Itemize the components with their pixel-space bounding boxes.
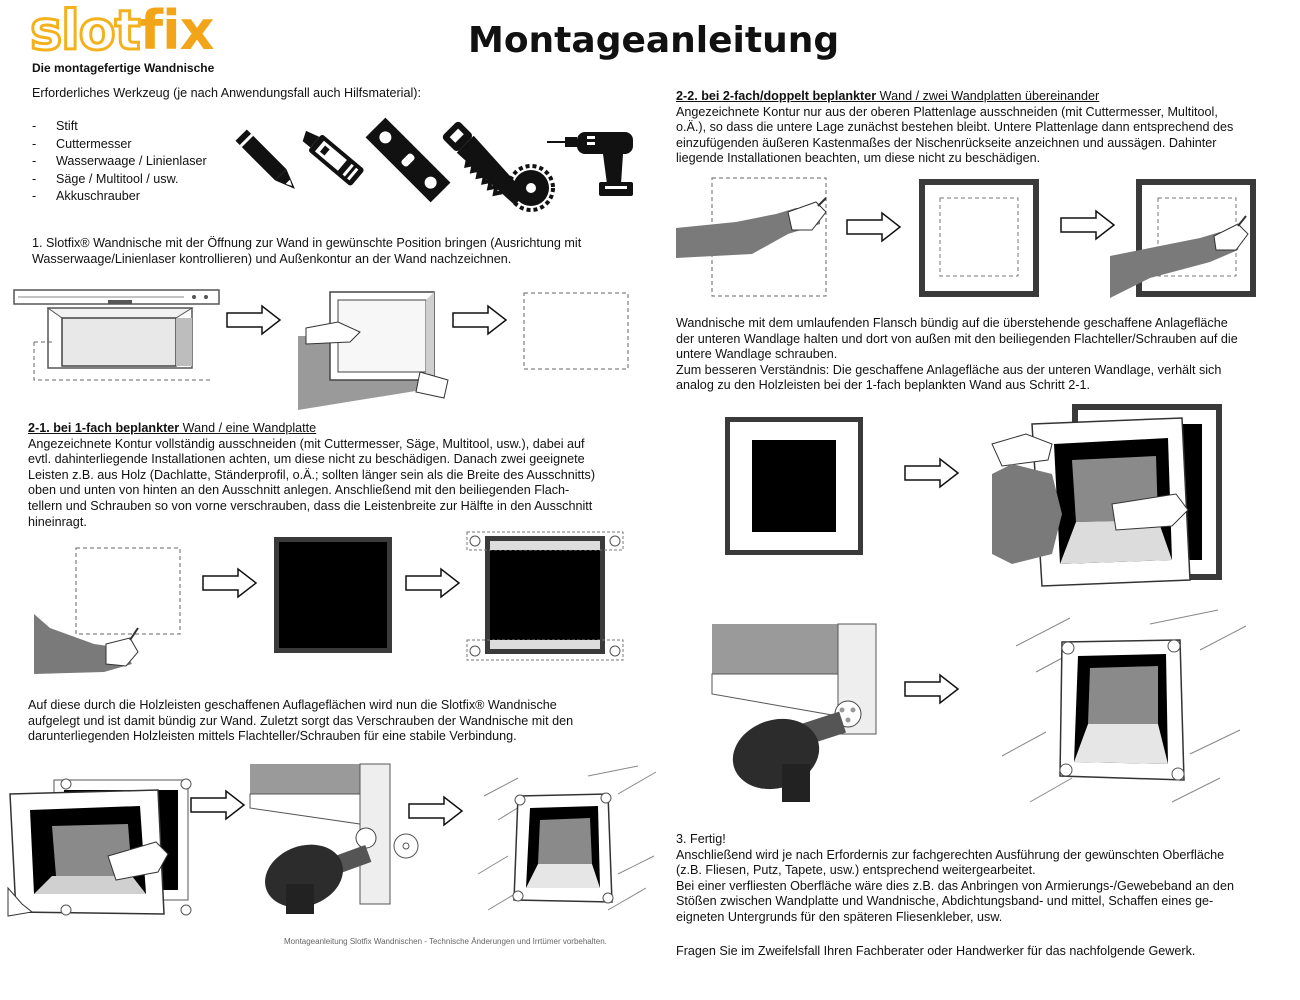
- cutting-upper-layer-illustration: [676, 177, 827, 297]
- tool-item: Cuttermesser: [32, 136, 207, 154]
- step21-heading: 2-1. bei 1-fach beplankter Wand / eine W…: [28, 421, 595, 437]
- cutter-knife-icon: [302, 130, 364, 186]
- arrow-icon: [846, 211, 902, 243]
- slotfix-logo: slotfix: [29, 2, 215, 59]
- text-line: Zum besseren Verständnis: Die geschaffen…: [676, 362, 1222, 377]
- saw-icon: [442, 121, 555, 212]
- logo-word-slot: slot: [29, 0, 143, 62]
- arrow-icon: [408, 795, 464, 827]
- step22-text: 2-2. bei 2-fach/doppelt beplankter Wand …: [676, 89, 1233, 167]
- text-line: Wasserwaage/Linienlaser kontrollieren) u…: [32, 251, 512, 266]
- text-line: Anschließend wird je nach Erfordernis zu…: [676, 847, 1225, 862]
- text-line: (z.B. Fliesen, Putz, Tapete, usw.) entsp…: [676, 863, 1036, 878]
- heading-rest: Wand / zwei Wandplatten übereinander: [876, 89, 1100, 103]
- text-line: 3. Fertig!: [676, 832, 726, 846]
- tool-item: Säge / Multitool / usw.: [32, 171, 207, 189]
- text-line: tellern und Schrauben so von vorne versc…: [28, 498, 593, 513]
- text-line: oben und unten von hinten an den Ausschn…: [28, 483, 570, 498]
- logo-tagline: Die montagefertige Wandnische: [32, 61, 215, 75]
- upper-layer-cut-illustration: [919, 179, 1039, 297]
- text-line: Angezeichnete Kontur vollständig ausschn…: [28, 436, 585, 451]
- footer-note: Montageanleitung Slotfix Wandnischen - T…: [284, 937, 607, 946]
- heading-rest: Wand / eine Wandplatte: [179, 421, 317, 435]
- text-line: eigneten Untergrunds für den späteren Fl…: [676, 909, 1003, 924]
- tool-item: Stift: [32, 118, 207, 136]
- page-title: Montageanleitung: [468, 20, 840, 61]
- tools-intro: Erforderliches Werkzeug (je nach Anwendu…: [32, 86, 421, 100]
- tools-list: Stift Cuttermesser Wasserwaage / Linienl…: [32, 118, 207, 206]
- arrow-icon: [452, 304, 508, 336]
- text-line: einzufügenden äußeren Kastenmaßes der Ni…: [676, 135, 1217, 150]
- arrow-icon: [904, 673, 960, 705]
- text-line: 1. Slotfix® Wandnische mit der Öffnung z…: [32, 236, 582, 250]
- arrow-icon: [226, 304, 282, 336]
- heading-bold: 2-1. bei 1-fach beplankter: [28, 421, 180, 435]
- logo-word-fix: fix: [139, 0, 215, 62]
- text-line: Angezeichnete Kontur nur aus der oberen …: [676, 104, 1218, 119]
- text-line: Stößen zwischen Wandplatte und Wandnisch…: [676, 894, 1214, 909]
- pencil-icon: [235, 129, 295, 189]
- spirit-level-icon: [365, 117, 451, 203]
- step3-text: 3. Fertig! Anschließend wird je nach Erf…: [676, 832, 1234, 926]
- final-note: Fragen Sie im Zweifelsfall Ihren Fachber…: [676, 944, 1196, 958]
- screwing-double-illustration: [711, 623, 877, 802]
- niche-with-level-illustration: [13, 289, 220, 381]
- cutout-opening-illustration: [274, 537, 392, 653]
- tool-item: Wasserwaage / Linienlaser: [32, 153, 207, 171]
- cutting-outline-illustration: [34, 547, 181, 674]
- screwing-niche-illustration: [249, 763, 419, 914]
- cordless-drill-icon: [547, 132, 633, 196]
- niche-on-wall-illustration: [298, 291, 449, 410]
- step21-text: 2-1. bei 1-fach beplankter Wand / eine W…: [28, 421, 595, 530]
- text-line: darunterliegenden Holzleisten mittels Fl…: [28, 729, 517, 744]
- text-line: Bei einer verfliesten Oberfläche wäre di…: [676, 878, 1234, 893]
- text-line: Leisten z.B. aus Holz (Dachlatte, Stände…: [28, 467, 596, 482]
- text-line: Auf diese durch die Holzleisten geschaff…: [28, 698, 557, 712]
- arrow-icon: [405, 567, 461, 599]
- step22-text-b: Wandnische mit dem umlaufenden Flansch b…: [676, 316, 1238, 394]
- arrow-icon: [202, 567, 258, 599]
- heading-bold: 2-2. bei 2-fach/doppelt beplankter: [676, 89, 877, 103]
- arrow-icon: [904, 457, 960, 489]
- placing-niche-double-illustration: [991, 404, 1222, 587]
- cutout-with-battens-illustration: [466, 531, 624, 661]
- step21-text-b: Auf diese durch die Holzleisten geschaff…: [28, 698, 573, 745]
- text-line: der unteren Wandlage halten und dort von…: [676, 331, 1238, 346]
- marking-lower-layer-illustration: [1110, 179, 1256, 298]
- traced-outline-illustration: [523, 292, 629, 370]
- text-line: analog zu den Holzleisten bei der 1-fach…: [676, 378, 1090, 393]
- text-line: liegende Installationen beachten, um die…: [676, 151, 1041, 166]
- inserting-niche-illustration: [7, 778, 192, 917]
- arrow-icon: [190, 789, 246, 821]
- installed-niche-illustration: [477, 765, 657, 911]
- double-layer-opening-illustration: [725, 417, 863, 555]
- arrow-icon: [1060, 209, 1116, 241]
- text-line: hineinragt.: [28, 514, 87, 529]
- step1-text: 1. Slotfix® Wandnische mit der Öffnung z…: [32, 236, 581, 267]
- text-line: evtl. dahinterliegende Installationen ac…: [28, 452, 585, 467]
- text-line: Wandnische mit dem umlaufenden Flansch b…: [676, 316, 1228, 330]
- tool-item: Akkuschrauber: [32, 188, 207, 206]
- installed-niche-double-illustration: [1001, 609, 1247, 803]
- text-line: untere Wandlage schrauben.: [676, 347, 838, 362]
- step22-heading: 2-2. bei 2-fach/doppelt beplankter Wand …: [676, 89, 1233, 105]
- text-line: o.Ä.), so dass die untere Lage zunächst …: [676, 120, 1234, 135]
- text-line: aufgelegt und ist damit bündig zur Wand.…: [28, 713, 574, 728]
